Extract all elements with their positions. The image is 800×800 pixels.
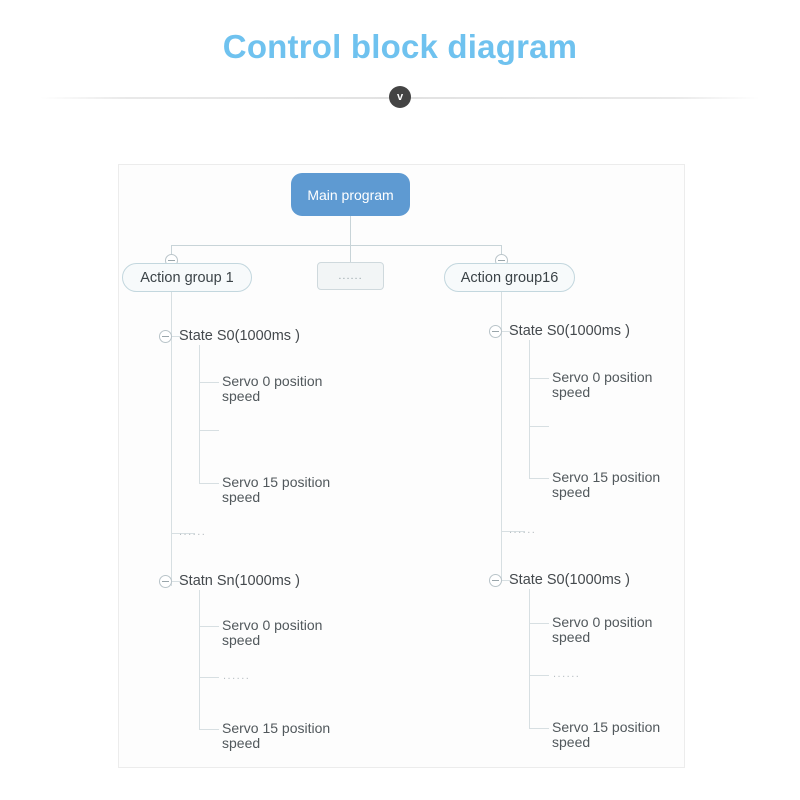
node-action-group-1[interactable]: Action group 1 <box>122 263 252 292</box>
connector-state-2-child-3 <box>199 729 219 730</box>
leaf-line-2: speed <box>552 384 591 400</box>
connector-state-2-child-1 <box>199 626 219 627</box>
diagram-canvas: Main program Action group 1 ...... Actio… <box>119 165 686 769</box>
minus-circle-icon-state-2-left[interactable] <box>159 575 172 588</box>
label-state-separator-left: ...... <box>179 526 207 538</box>
label-state-2-left: Statn Sn(1000ms ) <box>179 573 300 589</box>
label-state-2-right: State S0(1000ms ) <box>509 572 630 588</box>
leaf-line-2: speed <box>552 629 591 645</box>
minus-circle-icon-state-1-left[interactable] <box>159 330 172 343</box>
label-servo-15-right-2: Servo 15 position speed <box>552 720 660 750</box>
node-ellipsis[interactable]: ...... <box>317 262 384 290</box>
connector-spine-group-16 <box>501 292 502 582</box>
connector-state-2-child-2 <box>199 677 219 678</box>
connector-state-1-child-3 <box>199 483 219 484</box>
leaf-line-2: speed <box>222 489 261 505</box>
connector-state-1-child-3-right <box>529 478 549 479</box>
leaf-line-2: speed <box>552 734 591 750</box>
label-servo-separator-right-2: ...... <box>553 668 581 680</box>
leaf-line-2: speed <box>552 484 591 500</box>
leaf-line-1: Servo 15 position <box>222 720 331 736</box>
label-servo-0-right-2: Servo 0 position speed <box>552 615 652 645</box>
leaf-line-1: Servo 15 position <box>552 469 661 485</box>
label-servo-0-left-1: Servo 0 position speed <box>222 374 322 404</box>
connector-state-1-branch <box>171 336 181 337</box>
connector-state-1-child-2 <box>199 430 219 431</box>
connector-state-2-child-2-right <box>529 675 549 676</box>
node-main-program[interactable]: Main program <box>291 173 410 216</box>
label-servo-0-right-1: Servo 0 position speed <box>552 370 652 400</box>
connector-bus-left-drop <box>171 245 172 254</box>
connector-state-separator-right <box>501 531 525 532</box>
label-state-1-left: State S0(1000ms ) <box>179 328 300 344</box>
label-servo-15-right-1: Servo 15 position speed <box>552 470 660 500</box>
label-servo-15-left-2: Servo 15 position speed <box>222 721 330 751</box>
leaf-line-1: Servo 0 position <box>222 617 323 633</box>
connector-state-1-children-spine <box>199 345 200 483</box>
diagram-panel: Main program Action group 1 ...... Actio… <box>118 164 685 768</box>
leaf-line-2: speed <box>222 735 261 751</box>
label-servo-15-left-1: Servo 15 position speed <box>222 475 330 505</box>
leaf-line-1: Servo 0 position <box>552 369 653 385</box>
chevron-down-icon[interactable]: v <box>389 86 411 108</box>
minus-circle-icon-state-1-right[interactable] <box>489 325 502 338</box>
connector-state-2-children-spine <box>199 590 200 729</box>
connector-state-2-child-3-right <box>529 728 549 729</box>
connector-state-2-child-1-right <box>529 623 549 624</box>
page-header: Control block diagram v <box>0 0 800 110</box>
connector-state-1-child-1-right <box>529 378 549 379</box>
label-state-1-right: State S0(1000ms ) <box>509 323 630 339</box>
leaf-line-2: speed <box>222 632 261 648</box>
connector-state-1-children-spine-right <box>529 340 530 478</box>
connector-state-2-branch <box>171 581 181 582</box>
connector-state-2-branch-right <box>501 580 511 581</box>
label-servo-0-left-2: Servo 0 position speed <box>222 618 322 648</box>
leaf-line-1: Servo 15 position <box>552 719 661 735</box>
node-action-group-16[interactable]: Action group16 <box>444 263 575 292</box>
connector-root-stem <box>350 216 351 245</box>
minus-circle-icon-state-2-right[interactable] <box>489 574 502 587</box>
leaf-line-1: Servo 0 position <box>222 373 323 389</box>
label-servo-separator-left-2: ...... <box>223 670 251 682</box>
connector-state-2-children-spine-right <box>529 589 530 728</box>
connector-bus <box>171 245 501 246</box>
connector-bus-right-drop <box>501 245 502 254</box>
connector-state-1-child-1 <box>199 382 219 383</box>
connector-state-1-child-2-right <box>529 426 549 427</box>
leaf-line-1: Servo 15 position <box>222 474 331 490</box>
connector-spine-group-1 <box>171 292 172 586</box>
leaf-line-1: Servo 0 position <box>552 614 653 630</box>
connector-bus-center-drop <box>350 245 351 262</box>
connector-state-separator-left <box>171 533 195 534</box>
leaf-line-2: speed <box>222 388 261 404</box>
label-state-separator-right: ...... <box>509 524 537 536</box>
page-title: Control block diagram <box>222 28 578 65</box>
connector-state-1-branch-right <box>501 331 511 332</box>
